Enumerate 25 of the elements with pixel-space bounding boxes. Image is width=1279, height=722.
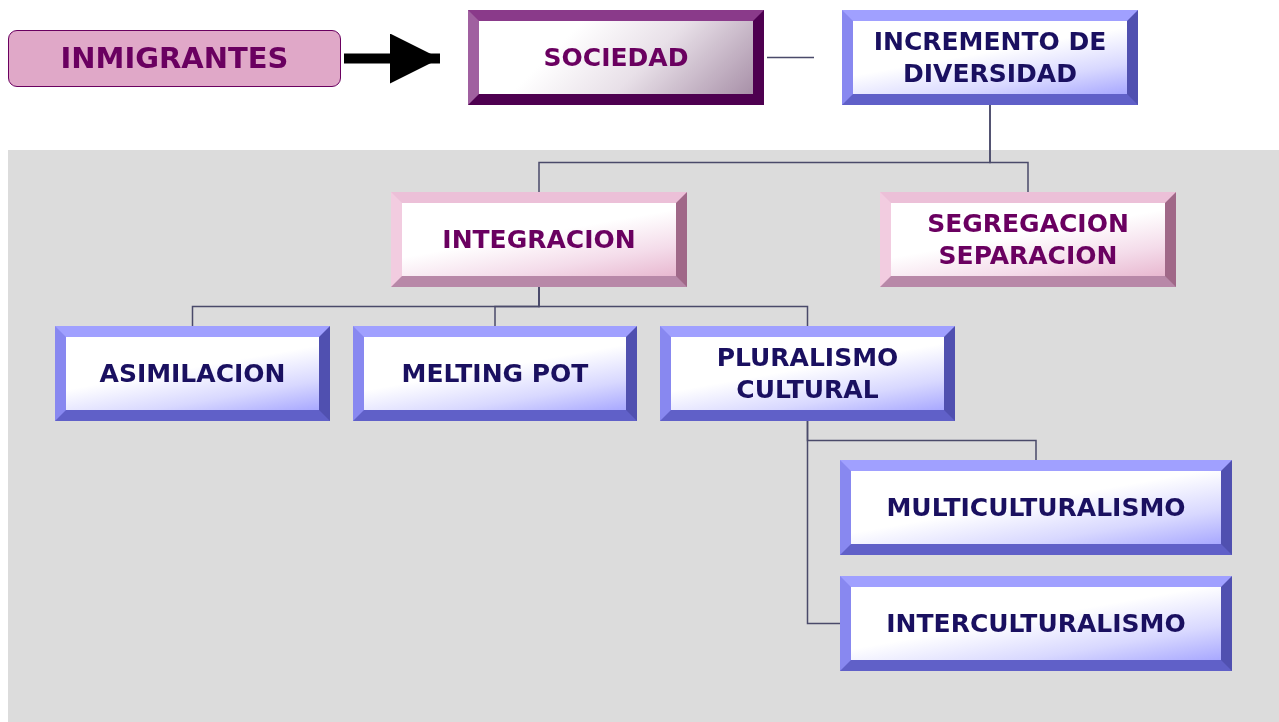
connector-line <box>989 104 1029 193</box>
beveled-box <box>842 10 1138 105</box>
box-label: INMIGRANTES <box>60 40 289 77</box>
beveled-box <box>840 460 1232 555</box>
connector-line <box>538 286 809 327</box>
box-label: MULTICULTURALISMO <box>886 491 1186 524</box>
arrow <box>344 33 440 84</box>
box-label: INCREMENTO DE DIVERSIDAD <box>872 26 1108 89</box>
beveled-box <box>55 326 330 421</box>
beveled-box <box>660 326 955 421</box>
beveled-box <box>880 192 1176 287</box>
beveled-box <box>391 192 687 287</box>
box-label: ASIMILACION <box>99 357 286 390</box>
beveled-box <box>840 576 1232 671</box>
box-label: MELTING POT <box>401 357 589 390</box>
box-label: INTERCULTURALISMO <box>886 607 1186 640</box>
box-label: SEGREGACION SEPARACION <box>926 208 1130 271</box>
beveled-box <box>353 326 637 421</box>
beveled-box <box>468 10 764 105</box>
connector-line <box>766 56 815 59</box>
rounded-box <box>8 30 341 87</box>
connector-line <box>806 420 841 625</box>
box-label: SOCIEDAD <box>543 41 689 74</box>
box-label: PLURALISMO CULTURAL <box>715 342 900 405</box>
box-label: INTEGRACION <box>442 223 636 256</box>
